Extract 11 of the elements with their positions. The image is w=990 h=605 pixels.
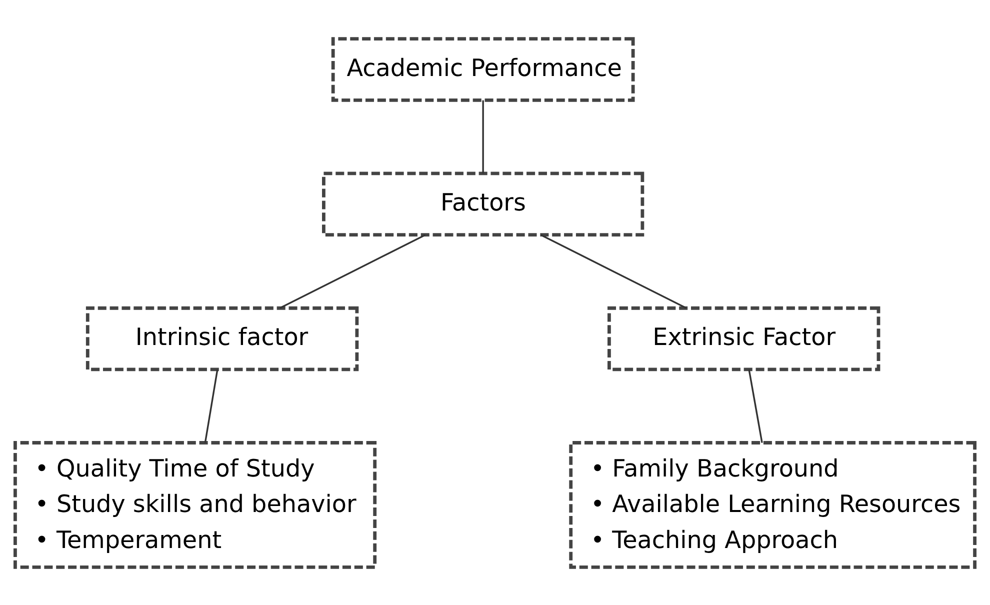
node-box: • Quality Time of Study • Study skills and behavior • Temperament [14, 440, 377, 568]
connector [482, 100, 484, 173]
node-box: Intrinsic factor [86, 306, 359, 371]
connector [204, 368, 218, 442]
node-box: Academic Performance [331, 36, 635, 102]
connector [748, 368, 763, 442]
node-box: Extrinsic Factor [608, 306, 880, 371]
node-box: Factors [322, 171, 644, 236]
connector [280, 234, 426, 308]
connector [540, 234, 687, 308]
node-box: • Family Background • Available Learning Resources • Teaching Approach [569, 440, 976, 568]
